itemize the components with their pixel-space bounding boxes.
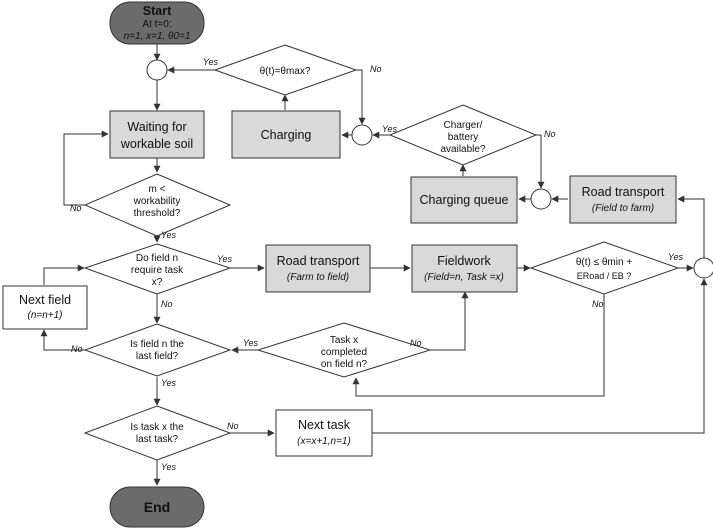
process-charging: Charging — [231, 110, 341, 159]
decision-workability: m < workability threshold? — [83, 173, 232, 237]
yes-label-theta-min: Yes — [668, 252, 684, 262]
process-road-transport-farm-to-field: Road transport (Farm to field) — [265, 244, 371, 293]
task-completed-line-3: on field n? — [321, 359, 368, 370]
last-task-line-2: last task? — [136, 434, 179, 445]
task-completed-line-1: Task x — [330, 335, 358, 346]
charging-queue-label: Charging queue — [420, 193, 509, 207]
charger-line-2: battery — [448, 132, 479, 143]
require-task-line-1: Do field n — [136, 253, 178, 264]
branch-labels: Yes No Yes No No Yes Yes No Yes No No Ye… — [70, 57, 684, 472]
yes-label-task-completed: Yes — [243, 338, 259, 348]
start-terminal: Start At t=0: n=1, x=1, θ0=1 — [109, 1, 205, 45]
start-initial-values: n=1, x=1, θ0=1 — [124, 31, 191, 42]
theta-min-line-1: θ(t) ≤ θmin + — [576, 257, 632, 268]
last-field-line-2: last field? — [136, 351, 179, 362]
road-farm-to-field-title: Road transport — [277, 254, 360, 268]
process-road-transport-field-to-farm: Road transport (Field to farm) — [569, 175, 677, 224]
yes-label-workability: Yes — [161, 230, 177, 240]
next-task-subtitle: (x=x+1,n=1) — [297, 436, 351, 447]
theta-max-question: θ(t)=θmax? — [260, 66, 311, 77]
start-title: Start — [143, 4, 172, 18]
theta-min-line-2: ERoad / EB ? — [577, 271, 632, 281]
junction-circle-4 — [693, 257, 713, 279]
junction-circle-3 — [530, 188, 552, 210]
no-label-charger: No — [544, 129, 556, 139]
process-next-field: Next field (n=n+1) — [2, 285, 88, 330]
no-label-workability: No — [70, 203, 82, 213]
next-task-title: Next task — [298, 418, 351, 432]
road-farm-to-field-subtitle: (Farm to field) — [287, 272, 349, 283]
no-label-theta-max: No — [370, 64, 382, 74]
charger-line-3: available? — [440, 144, 485, 155]
charger-line-1: Charger/ — [444, 120, 483, 131]
yes-label-last-task: Yes — [161, 462, 177, 472]
decision-last-field: Is field n the last field? — [83, 323, 232, 377]
process-waiting-for-workable-soil: Waiting for workable soil — [109, 110, 205, 159]
next-field-subtitle: (n=n+1) — [27, 310, 62, 321]
decision-last-task: Is task x the last task? — [83, 405, 232, 461]
yes-label-require-task: Yes — [217, 254, 233, 264]
decision-theta-min: θ(t) ≤ θmin + ERoad / EB ? — [529, 241, 680, 295]
decision-charger-available: Charger/ battery available? — [388, 104, 538, 166]
decision-require-task: Do field n require task x? — [83, 243, 232, 295]
next-field-title: Next field — [19, 293, 71, 307]
require-task-line-2: require task — [131, 265, 184, 276]
no-label-last-task: No — [227, 421, 239, 431]
fieldwork-subtitle: (Field=n, Task =x) — [424, 272, 504, 283]
junction-circle-2 — [351, 124, 373, 146]
junction-circle-1 — [146, 59, 168, 81]
connectors — [40, 44, 708, 486]
yes-label-charger: Yes — [382, 124, 398, 134]
no-label-theta-min: No — [592, 299, 604, 309]
road-field-to-farm-title: Road transport — [582, 185, 665, 199]
require-task-line-3: x? — [152, 277, 163, 288]
no-label-require-task: No — [161, 299, 173, 309]
last-field-line-1: Is field n the — [130, 339, 184, 350]
fieldwork-title: Fieldwork — [437, 254, 491, 268]
last-task-line-1: Is task x the — [130, 422, 184, 433]
process-charging-queue: Charging queue — [410, 176, 518, 224]
process-fieldwork: Fieldwork (Field=n, Task =x) — [411, 244, 518, 293]
decision-task-completed: Task x completed on field n? — [256, 322, 432, 378]
process-next-task: Next task (x=x+1,n=1) — [275, 409, 373, 457]
workability-line-2: workability — [133, 196, 181, 207]
decision-theta-max: θ(t)=θmax? — [213, 44, 358, 96]
no-label-last-field: No — [71, 344, 83, 354]
end-title: End — [144, 499, 170, 515]
waiting-line-1: Waiting for — [127, 120, 186, 134]
waiting-line-2: workable soil — [120, 137, 193, 151]
yes-label-theta-max: Yes — [203, 57, 219, 67]
yes-label-last-field: Yes — [161, 378, 177, 388]
workability-line-3: threshold? — [134, 208, 181, 219]
task-completed-line-2: completed — [321, 347, 367, 358]
end-terminal: End — [109, 486, 205, 528]
workability-line-1: m < — [149, 184, 166, 195]
start-time-text: At t=0: — [142, 19, 171, 30]
charging-label: Charging — [261, 128, 312, 142]
no-label-task-completed: No — [410, 338, 422, 348]
road-field-to-farm-subtitle: (Field to farm) — [592, 203, 654, 214]
